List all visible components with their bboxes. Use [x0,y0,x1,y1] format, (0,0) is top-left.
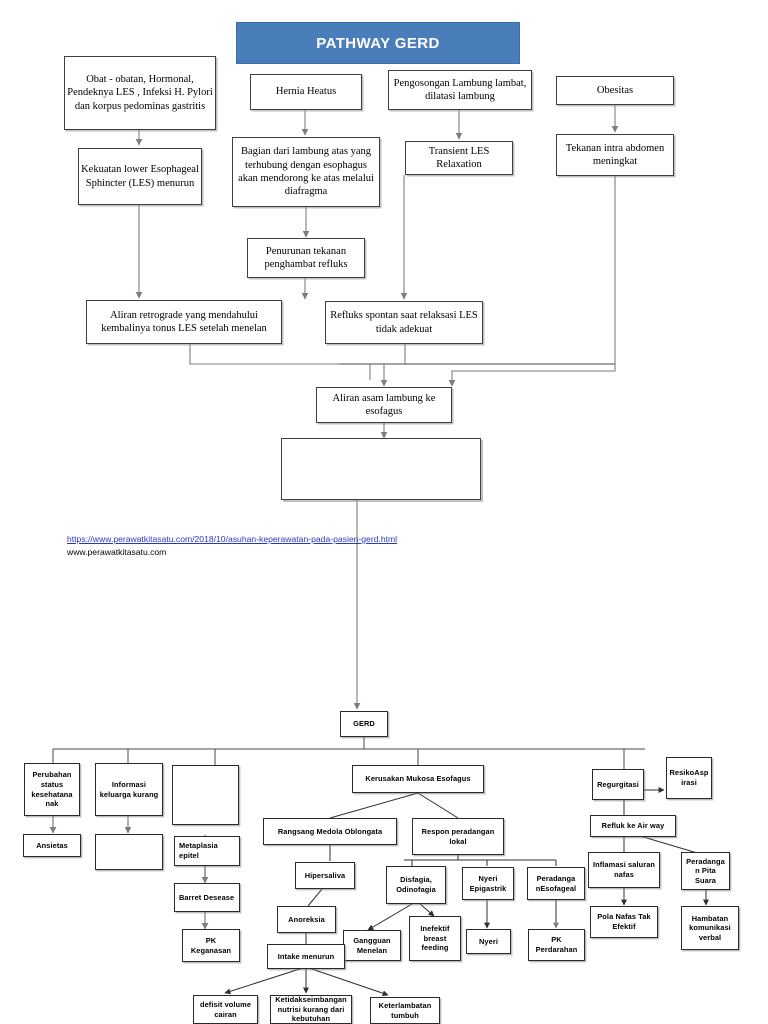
node-nyeri: Nyeri [466,929,511,954]
source-link-block: https://www.perawatkitasatu.com/2018/10/… [67,533,397,560]
node-pengosongan-lambung: Pengosongan Lambung lambat, dilatasi lam… [388,70,532,110]
node-intake-menurun: Intake menurun [267,944,345,969]
node-refluk-ke-air-way: Refluk ke Air way [590,815,676,837]
node-obesitas: Obesitas [556,76,674,105]
node-hipersaliva: Hipersaliva [295,862,355,889]
node-metaplasia-epitel: Metaplasia epitel [174,836,240,866]
node-gangguan-menelan: Gangguan Menelan [343,930,401,961]
node-peradangan-esofageal: Peradanga nEsofageal [527,867,585,900]
node-bagian-lambung-atas: Bagian dari lambung atas yang terhubung … [232,137,380,207]
node-defisit-volume-cairan: defisit volume cairan [193,995,258,1024]
node-hernia-heatus: Hernia Heatus [250,74,362,110]
node-pk-perdarahan: PK Perdarahan [528,929,585,961]
node-regurgitasi: Regurgitasi [592,769,644,800]
node-empty-informasi-child [95,834,163,870]
node-barret-desease: Barret Desease [174,883,240,912]
node-aliran-retrograde: Aliran retrograde yang mendahului kembal… [86,300,282,344]
node-kerusakan-mukosa-esofagus: Kerusakan Mukosa Esofagus [352,765,484,793]
source-url-link[interactable]: https://www.perawatkitasatu.com/2018/10/… [67,534,398,544]
node-penurunan-tekanan: Penurunan tekanan penghambat refluks [247,238,365,278]
node-rangsang-medola-oblongata: Rangsang Medola Oblongata [263,818,397,845]
page-title: PATHWAY GERD [236,22,520,64]
node-gerd: GERD [340,711,388,737]
node-ketidakseimbangan-nutrisi: Ketidakseimbangan nutrisi kurang dari ke… [270,995,352,1024]
node-aliran-asam-lambung: Aliran asam lambung ke esofagus [316,387,452,423]
node-transient-les-relaxation: Transient LES Relaxation [405,141,513,175]
node-keterlambatan-tumbuh: Keterlambatan tumbuh [370,997,440,1024]
node-disfagia-odinofagia: Disfagia, Odinofagia [386,866,446,904]
node-refluks-spontan: Refluks spontan saat relaksasi LES tidak… [325,301,483,344]
node-pk-keganasan: PK Keganasan [182,929,240,962]
node-resiko-aspirasi: ResikoAsp irasi [666,757,712,799]
node-ansietas: Ansietas [23,834,81,857]
node-kekuatan-les: Kekuatan lower Esophageal Sphincter (LES… [78,148,202,205]
node-anoreksia: Anoreksia [277,906,336,933]
node-nyeri-epigastrik: Nyeri Epigastrik [462,867,514,900]
node-hambatan-komunikasi-verbal: Hambatan komunikasi verbal [681,906,739,950]
node-peradangan-pita-suara: Peradanga n Pita Suara [681,852,730,890]
node-informasi-keluarga: Informasi keluarga kurang [95,763,163,816]
node-pola-nafas-tak-efektif: Pola Nafas Tak Efektif [590,906,658,938]
node-obat: Obat - obatan, Hormonal, Pendeknya LES ,… [64,56,216,130]
node-perubahan-status: Perubahan status kesehatana nak [24,763,80,816]
node-inflamasi-saluran-nafas: Inflamasi saluran nafas [588,852,660,888]
node-respon-peradangan-lokal: Respon peradangan lokal [412,818,504,855]
node-empty-large [281,438,481,500]
source-site-text: www.perawatkitasatu.com [67,547,167,558]
node-empty-metaplasia-parent [172,765,239,825]
node-tekanan-intra-abdomen: Tekanan intra abdomen meningkat [556,134,674,176]
node-inefektif-breast-feeding: Inefektif breast feeding [409,916,461,961]
